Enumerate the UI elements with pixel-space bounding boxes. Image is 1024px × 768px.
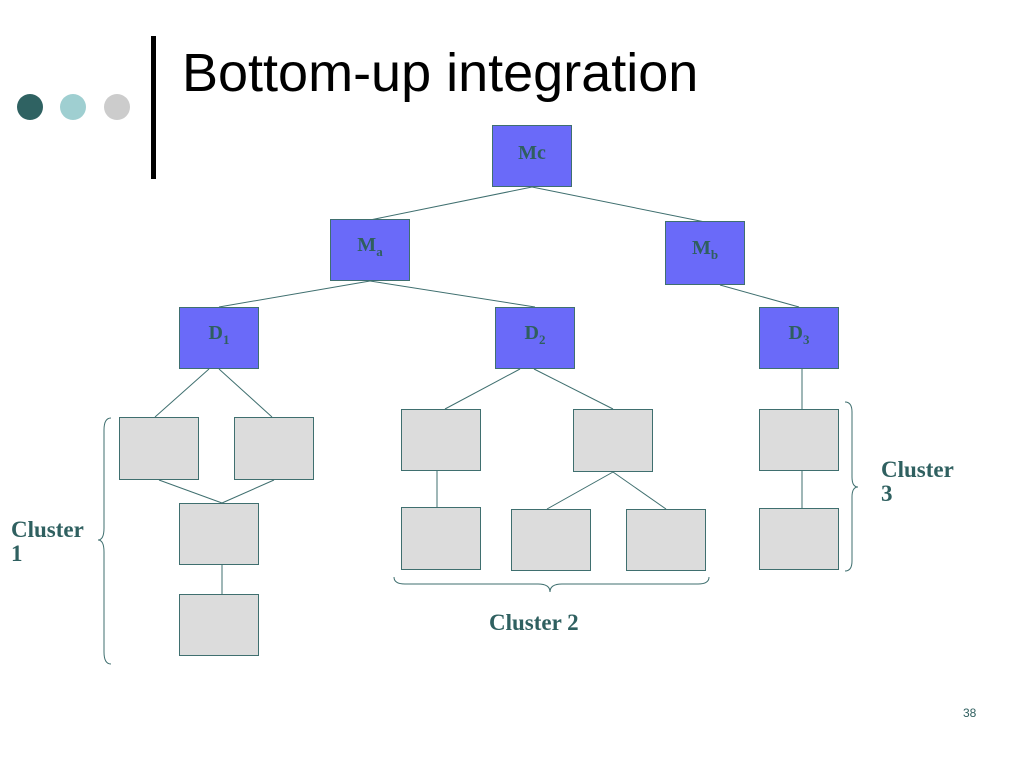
edge-mc-mb (531, 186, 706, 223)
driver-d3: D3 (759, 307, 839, 369)
cluster-3-module-b (759, 508, 839, 570)
edge-c2b-c2d (546, 471, 614, 510)
driver-d3-label: D3 (788, 322, 810, 347)
driver-d1: D1 (179, 307, 259, 369)
cluster-2-module-b (573, 409, 653, 472)
module-mc: Mc (492, 125, 572, 187)
edge-d2-c2a (444, 368, 521, 410)
driver-d2: D2 (495, 307, 575, 369)
cluster-2-module-e (626, 509, 706, 571)
cluster-2-label-line1: Cluster 2 (489, 610, 579, 635)
cluster-3-module-a (759, 409, 839, 471)
decor-dot-dark (17, 94, 43, 120)
cluster-1-label-line2: 1 (11, 541, 23, 566)
cluster-1-label-line1: Cluster (11, 517, 84, 542)
edge-ma-d1 (218, 280, 371, 308)
page-number: 38 (963, 706, 977, 720)
module-mb: Mb (665, 221, 745, 285)
cluster-3-brace (844, 401, 859, 572)
cluster-1-label: Cluster 1 (11, 518, 84, 566)
edge-d1-c1b (218, 368, 273, 418)
edge-c2b-c2e (612, 471, 667, 510)
cluster-3-label-line1: Cluster (881, 457, 954, 482)
driver-d2-label: D2 (524, 322, 546, 347)
slide-title: Bottom-up integration (182, 43, 699, 103)
cluster-1-module-d (179, 594, 259, 656)
edge-c1a-c1c (158, 479, 223, 504)
cluster-1-brace (97, 417, 112, 665)
cluster-1-module-b (234, 417, 314, 480)
cluster-1-module-c (179, 503, 259, 565)
module-ma-label: Ma (357, 234, 383, 259)
cluster-2-brace (393, 576, 710, 593)
edge-mb-d3 (719, 284, 800, 308)
cluster-3-label-line2: 3 (881, 481, 893, 506)
edge-c1b-c1c (221, 479, 275, 504)
edge-ma-d2 (369, 280, 536, 308)
decor-dot-teal (60, 94, 86, 120)
module-mc-label: Mc (518, 141, 546, 164)
cluster-3-label: Cluster 3 (881, 458, 954, 506)
cluster-2-module-a (401, 409, 481, 471)
decor-dot-grey (104, 94, 130, 120)
edge-d2-c2b (533, 368, 614, 410)
module-ma: Ma (330, 219, 410, 281)
cluster-2-label: Cluster 2 (489, 611, 579, 635)
edge-mc-ma (369, 186, 533, 221)
cluster-1-module-a (119, 417, 199, 480)
edge-d1-c1a (154, 368, 210, 418)
title-divider (151, 36, 156, 179)
module-mb-label: Mb (691, 237, 719, 262)
cluster-2-module-d (511, 509, 591, 571)
driver-d1-label: D1 (208, 322, 230, 347)
cluster-2-module-c (401, 507, 481, 570)
